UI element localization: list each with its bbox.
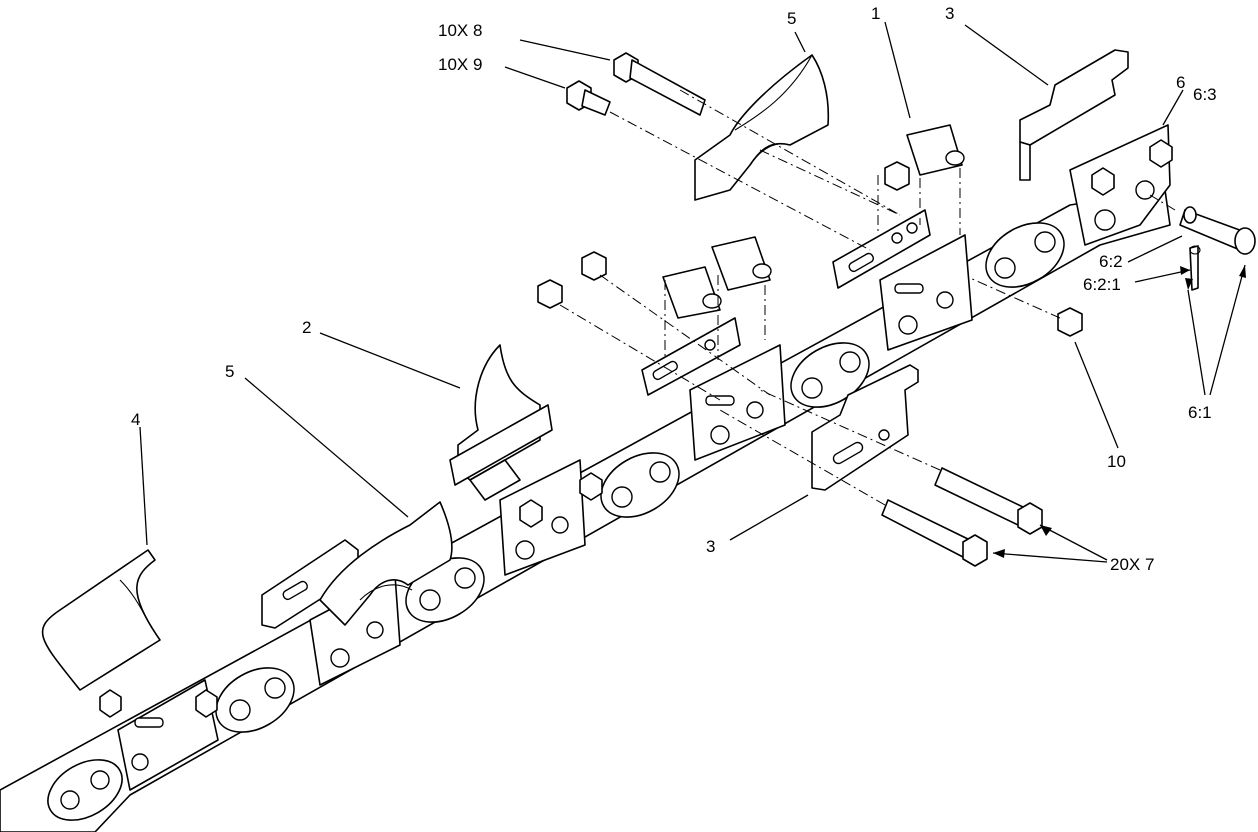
loose-nuts	[537, 161, 1083, 337]
label-6-2-1: 6:2:1	[1083, 275, 1121, 294]
pin-assembly	[1179, 206, 1256, 291]
label-20x7: 20X 7	[1110, 555, 1154, 574]
label-10x9: 10X 9	[438, 55, 482, 74]
label-6-2: 6:2	[1099, 252, 1123, 271]
chain-assembly	[0, 124, 1173, 832]
part-5-scoop-top	[694, 54, 830, 201]
part-3-bracket-bottom	[811, 364, 919, 491]
label-6: 6	[1176, 73, 1185, 92]
chain-brackets	[261, 209, 931, 629]
part-3-bracket-top	[1019, 49, 1129, 181]
label-4: 4	[131, 410, 140, 429]
part-5-scoop-left	[319, 501, 453, 626]
chain-nuts	[99, 139, 1173, 718]
part-4-clip	[41, 549, 161, 691]
label-2: 2	[302, 318, 311, 337]
label-3-bottom: 3	[706, 537, 715, 556]
assembly-centerlines	[559, 89, 1176, 506]
spacers	[662, 124, 965, 319]
bolts-bottom	[881, 467, 1043, 567]
chain-rollers	[47, 222, 1065, 821]
label-6-3: 6:3	[1193, 85, 1217, 104]
callout-labels: 10X 8 10X 9 5 1 3 6 6:3 6:2 6:2:1 6:1 10…	[131, 4, 1217, 574]
label-3-top: 3	[945, 4, 954, 23]
label-6-1: 6:1	[1188, 403, 1212, 422]
leader-lines	[139, 21, 1246, 563]
bolts-top	[566, 52, 706, 116]
label-10: 10	[1107, 452, 1126, 471]
label-10x8: 10X 8	[438, 21, 482, 40]
label-5-top: 5	[787, 9, 796, 28]
label-1: 1	[871, 4, 880, 23]
label-5-left: 5	[225, 362, 234, 381]
part-2-blade	[449, 344, 553, 501]
